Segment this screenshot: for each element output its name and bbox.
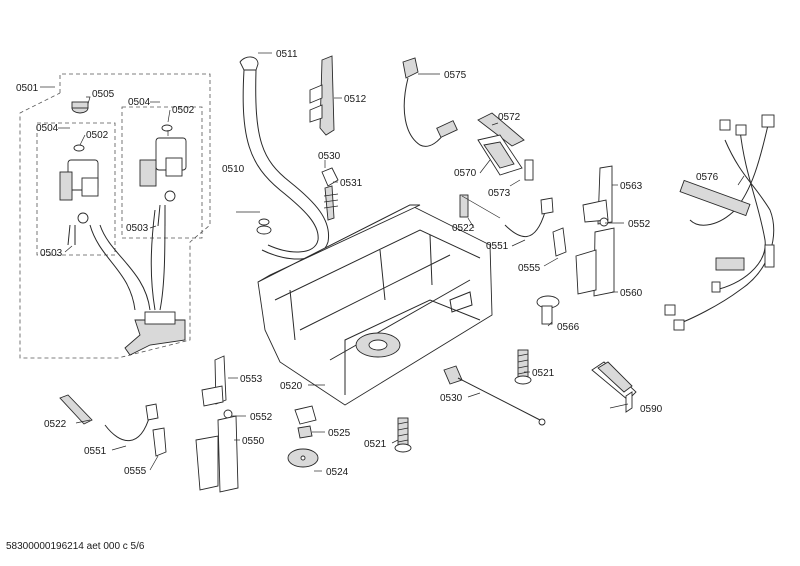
label-0560: 0560 <box>620 288 643 299</box>
float-part <box>321 167 339 221</box>
label-0524: 0524 <box>326 467 349 478</box>
label-0520: 0520 <box>280 381 303 392</box>
label-0555-left: 0555 <box>124 466 147 477</box>
label-0551-right: 0551 <box>486 241 509 252</box>
label-0505: 0505 <box>92 89 115 100</box>
label-0570: 0570 <box>454 168 477 179</box>
label-0551-left: 0551 <box>84 446 107 457</box>
label-0502-right: 0502 <box>172 105 195 116</box>
label-0572: 0572 <box>498 112 521 123</box>
foot-screw-right <box>514 349 532 385</box>
document-code-footer: 58300000196214 aet 000 c 5/6 <box>6 541 145 552</box>
label-0522-right: 0522 <box>452 223 475 234</box>
drain-hose <box>239 56 330 260</box>
label-0525: 0525 <box>328 428 351 439</box>
label-0563: 0563 <box>620 181 643 192</box>
label-0530-bottom: 0530 <box>440 393 463 404</box>
label-0504-left: 0504 <box>36 123 59 134</box>
small-parts-center <box>287 405 319 468</box>
label-0553: 0553 <box>240 374 263 385</box>
sensor-cable-right <box>459 194 567 257</box>
right-valve <box>139 124 187 227</box>
foot-screw-left <box>394 417 412 453</box>
sensor-cable-left <box>59 394 167 457</box>
valve-assembly-group <box>19 73 211 359</box>
label-0573: 0573 <box>488 188 511 199</box>
label-0521-left: 0521 <box>364 439 387 450</box>
label-0530-top: 0530 <box>318 151 341 162</box>
label-0521-right: 0521 <box>532 368 555 379</box>
right-brackets <box>575 165 615 297</box>
label-0566: 0566 <box>557 322 580 333</box>
detergent-dispenser-part <box>477 112 534 181</box>
label-0555-right: 0555 <box>518 263 541 274</box>
part-labels: 0501 0505 0504 0502 0504 0502 0503 0503 … <box>16 49 719 478</box>
leader-lines <box>40 52 745 472</box>
label-0511: 0511 <box>276 49 298 60</box>
pump-part <box>536 295 560 325</box>
left-brackets <box>195 355 239 493</box>
label-0552-left: 0552 <box>250 412 273 423</box>
label-0590: 0590 <box>640 404 663 415</box>
label-0550: 0550 <box>242 436 265 447</box>
left-valve <box>59 144 99 246</box>
label-0502-left: 0502 <box>86 130 109 141</box>
label-0575: 0575 <box>444 70 467 81</box>
rod-part <box>443 365 546 426</box>
label-0531: 0531 <box>340 178 363 189</box>
wiring-harness <box>664 114 775 331</box>
base-tub <box>257 204 493 406</box>
label-0552-right: 0552 <box>628 219 651 230</box>
label-0522-left: 0522 <box>44 419 67 430</box>
cover-part <box>591 361 637 413</box>
hose-clip <box>309 55 335 136</box>
label-0512: 0512 <box>344 94 367 105</box>
label-0504-right: 0504 <box>128 97 151 108</box>
label-0576: 0576 <box>696 172 719 183</box>
label-0510: 0510 <box>222 164 245 175</box>
label-0503-left: 0503 <box>40 248 63 259</box>
label-0501: 0501 <box>16 83 39 94</box>
label-0503-right: 0503 <box>126 223 149 234</box>
power-cable <box>402 57 458 147</box>
